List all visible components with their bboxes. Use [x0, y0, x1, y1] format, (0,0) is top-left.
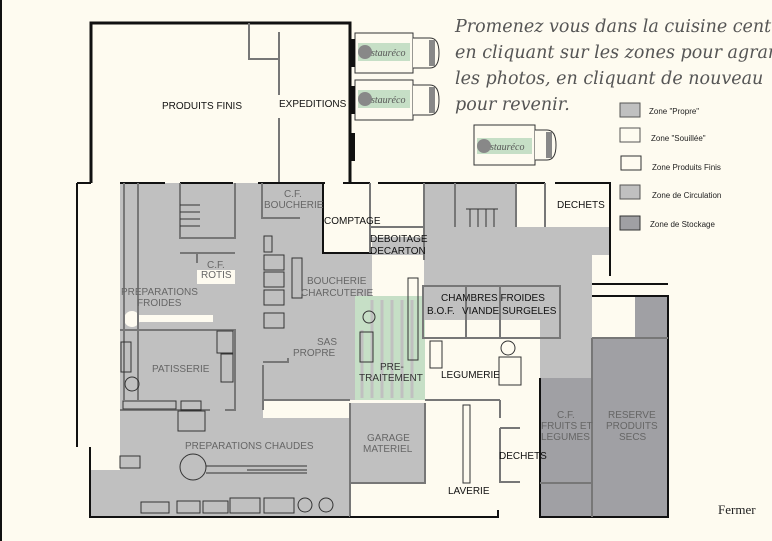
room-prep-chaudes: PREPARATIONS CHAUDES	[185, 441, 314, 452]
room-pre-traitement-1: PRE-	[380, 362, 404, 373]
room-laverie: LAVERIE	[448, 486, 490, 497]
room-cf-fruits-2: FRUITS ET	[541, 421, 593, 432]
legend-swatch-circulation	[619, 184, 641, 200]
room-legumerie: LEGUMERIE	[441, 370, 500, 381]
room-dechets-top: DECHETS	[557, 200, 605, 211]
intro-text: Promenez vous dans la cuisine centrale e…	[454, 17, 772, 115]
close-link[interactable]: Fermer	[718, 502, 756, 517]
room-sas-propre-2: PROPRE	[293, 348, 336, 359]
room-labels[interactable]: PRODUITS FINIS EXPEDITIONS C.F. BOUCHERI…	[121, 99, 658, 497]
room-comptage: COMPTAGE	[324, 216, 381, 227]
room-cf-fruits-3: LEGUMES	[541, 432, 590, 443]
room-sas-propre-1: SAS	[317, 337, 337, 348]
dock-door	[351, 133, 355, 161]
room-reserve-1: RESERVE	[608, 410, 656, 421]
legend-swatch-propre	[619, 102, 641, 118]
room-prep-froides-2: FROIDES	[137, 298, 182, 309]
svg-text:Promenez vous dans la cuisine: Promenez vous dans la cuisine centrale	[454, 17, 772, 37]
room-cf-rotis-2: ROTIS	[201, 270, 232, 281]
svg-text:en cliquant sur les zones pour: en cliquant sur les zones pour agrandir	[455, 43, 772, 63]
room-pre-traitement-2: TRAITEMENT	[359, 373, 423, 384]
legend-swatch-produits-finis	[620, 155, 642, 171]
room-chambres-froides: CHAMBRES FROIDES	[441, 293, 545, 304]
equipment	[119, 204, 522, 514]
truck-1[interactable]: stauréco	[351, 32, 440, 74]
room-reserve-2: PRODUITS	[606, 421, 658, 432]
room-reserve-3: SECS	[619, 432, 647, 443]
room-boucherie-2: CHARCUTERIE	[301, 288, 374, 299]
room-viande: VIANDE	[462, 306, 500, 317]
walls	[76, 21, 669, 518]
room-deboitage-2: DECARTON	[370, 246, 426, 257]
room-deboitage-1: DEBOITAGE	[370, 234, 428, 245]
pre-traitement-grid	[360, 300, 414, 398]
room-produits-finis: PRODUITS FINIS	[162, 101, 242, 112]
legend-swatch-souillee	[619, 127, 641, 143]
room-cf-fruits-1: C.F.	[557, 410, 575, 421]
svg-text:Zone "Souillée": Zone "Souillée"	[651, 134, 706, 143]
truck-logo: stauréco	[371, 48, 405, 59]
svg-text:Zone "Propre": Zone "Propre"	[649, 107, 699, 116]
room-surgeles: SURGELES	[502, 306, 557, 317]
room-boucherie-1: BOUCHERIE	[307, 276, 367, 287]
svg-text:Zone de Stockage: Zone de Stockage	[650, 220, 715, 229]
truck-logo: stauréco	[371, 95, 405, 106]
room-patisserie: PATISSERIE	[152, 364, 210, 375]
svg-text:pour revenir.: pour revenir.	[455, 95, 570, 115]
room-prep-froides-1: PREPARATIONS	[121, 287, 198, 298]
truck-2[interactable]: stauréco	[351, 79, 440, 121]
legend: Zone "Propre" Zone "Souillée" Zone Produ…	[619, 102, 721, 231]
legend-swatch-stockage	[619, 215, 641, 231]
room-cf-boucherie-1: C.F.	[284, 189, 302, 200]
svg-text:Zone Produits Finis: Zone Produits Finis	[652, 163, 721, 172]
svg-text:les photos, en cliquant de nou: les photos, en cliquant de nouveau	[455, 69, 763, 89]
room-expeditions: EXPEDITIONS	[279, 99, 347, 110]
room-cf-rotis-1: C.F.	[207, 260, 225, 271]
svg-text:Zone de Circulation: Zone de Circulation	[652, 191, 721, 200]
room-dechets-bottom: DECHETS	[499, 451, 547, 462]
room-bof: B.O.F.	[427, 306, 455, 317]
truck-3[interactable]: stauréco	[473, 124, 557, 166]
room-garage-1: GARAGE	[367, 433, 410, 444]
room-cf-boucherie-2: BOUCHERIE	[264, 200, 324, 211]
zone-stockage-area[interactable]	[540, 296, 668, 517]
zone-circulation-area[interactable]	[372, 183, 610, 378]
truck-logo: stauréco	[490, 142, 524, 153]
room-garage-2: MATERIEL	[363, 444, 413, 455]
